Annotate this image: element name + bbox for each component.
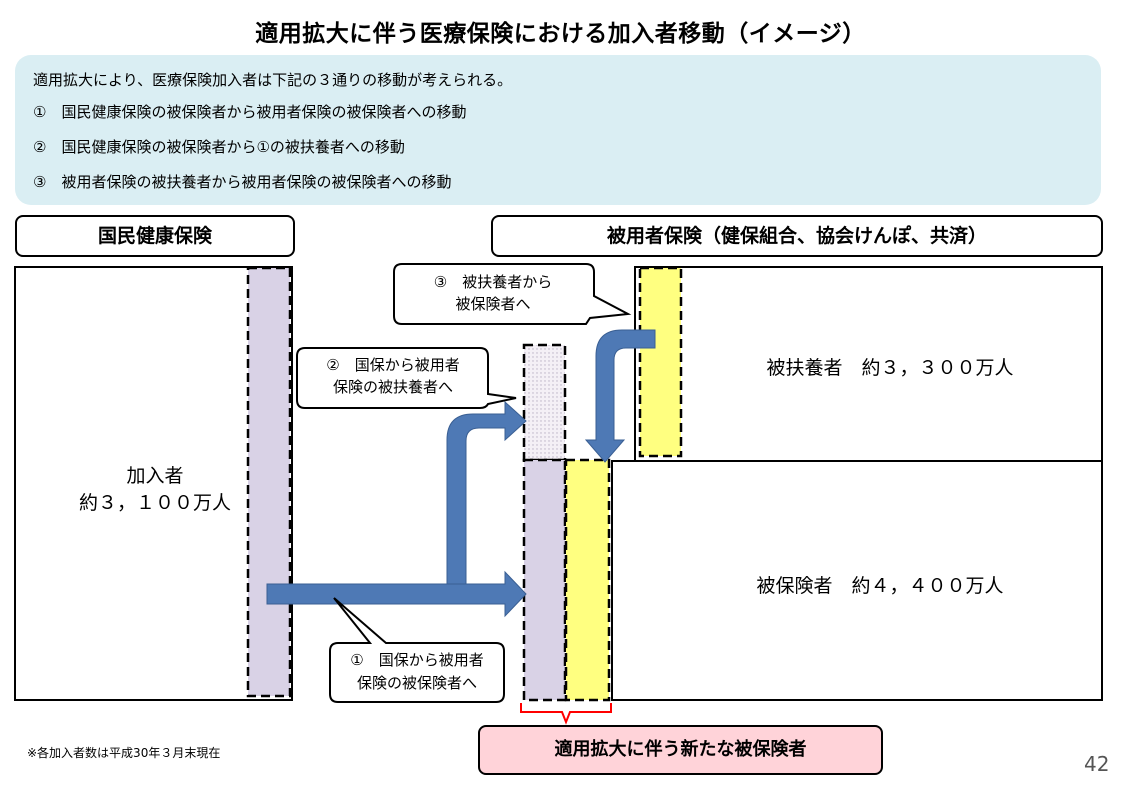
hifuyo-label: 被扶養者 約３，３００万人 bbox=[766, 357, 1014, 379]
callout-1-line2: 保険の被保険者へ bbox=[356, 674, 477, 692]
kokuho-box bbox=[14, 266, 293, 701]
footnote: ※各加入者数は平成30年３月末現在 bbox=[27, 746, 221, 760]
summary-intro: 適用拡大により、医療保険加入者は下記の３通りの移動が考えられる。 bbox=[33, 71, 513, 89]
hifuyo-box bbox=[634, 266, 1103, 462]
new-insured-label: 適用拡大に伴う新たな被保険者 bbox=[478, 725, 883, 775]
header-kokuho: 国民健康保険 bbox=[15, 215, 295, 257]
callout-2-bubble bbox=[296, 347, 517, 409]
summary-item-1: ① 国民健康保険の被保険者から被用者保険の被保険者への移動 bbox=[33, 103, 467, 121]
callout-2-line1: ② 国保から被用者 bbox=[326, 356, 460, 374]
new-insured-bracket bbox=[520, 703, 612, 725]
hihoken-box bbox=[611, 460, 1103, 701]
arrow-3 bbox=[584, 329, 656, 463]
callout-1-line1: ① 国保から被用者 bbox=[350, 651, 484, 669]
new-insured-dependent-strip bbox=[564, 458, 611, 702]
summary-item-2: ② 国民健康保険の被保険者から①の被扶養者への移動 bbox=[33, 138, 405, 156]
kokuho-label-line1: 加入者 bbox=[126, 465, 184, 487]
hihoken-label: 被保険者 約４，４００万人 bbox=[756, 575, 1004, 597]
new-insured-kokuho-strip bbox=[522, 458, 567, 702]
callout-3-bubble bbox=[393, 263, 632, 325]
callout-2-line2: 保険の被扶養者へ bbox=[332, 378, 453, 396]
header-hiyosha: 被用者保険（健保組合、協会けんぽ、共済） bbox=[491, 215, 1103, 257]
summary-item-3: ③ 被用者保険の被扶養者から被用者保険の被保険者への移動 bbox=[33, 173, 452, 191]
arrow-2 bbox=[446, 400, 527, 585]
callout-3-line2: 被保険者へ bbox=[455, 295, 531, 313]
kokuho-moving-strip bbox=[246, 266, 292, 698]
callout-1-bubble bbox=[329, 597, 505, 703]
summary-panel: 適用拡大により、医療保険加入者は下記の３通りの移動が考えられる。 ① 国民健康保… bbox=[15, 55, 1101, 205]
page-title: 適用拡大に伴う医療保険における加入者移動（イメージ） bbox=[255, 21, 866, 47]
callout-3-line1: ③ 被扶養者から bbox=[433, 273, 553, 291]
page-number: 42 bbox=[1084, 752, 1110, 776]
new-dependent-strip bbox=[522, 343, 567, 462]
hifuyo-moving-strip bbox=[638, 266, 683, 458]
arrow-1 bbox=[266, 570, 527, 618]
kokuho-label-line2: 約３，１００万人 bbox=[78, 492, 231, 514]
